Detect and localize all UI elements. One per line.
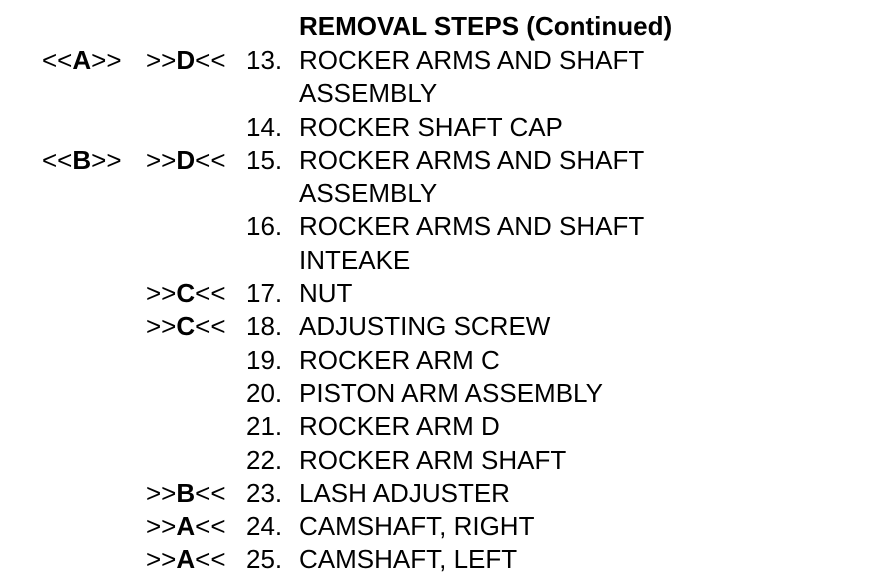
step-text: ROCKER SHAFT CAP [299, 111, 563, 142]
step-text: ROCKER ARMS AND SHAFT [299, 45, 645, 75]
step-number: 25. [246, 544, 283, 575]
step-number: 23. [246, 477, 283, 508]
step-number: 22. [246, 444, 283, 475]
removal-reference-marker: >>D<< [146, 45, 226, 75]
step-row-continued: ASSEMBLY [0, 177, 896, 210]
removal-reference-marker: >>A<< [146, 511, 226, 542]
step-row: <<A>> >>D<< 13. ROCKER ARMS AND SHAFT [0, 44, 896, 77]
step-row: 14. ROCKER SHAFT CAP [0, 111, 896, 144]
step-number: 13. [246, 45, 283, 75]
step-row: >>C<< 17. NUT [0, 277, 896, 310]
step-number: 15. [246, 144, 283, 175]
step-text: PISTON ARM ASSEMBLY [299, 377, 603, 408]
step-text: ADJUSTING SCREW [299, 311, 551, 342]
installation-reference-marker: <<A>> [42, 45, 122, 75]
step-row: >>B<< 23. LASH ADJUSTER [0, 477, 896, 510]
step-number: 20. [246, 377, 283, 408]
step-text: ROCKER ARM D [299, 411, 500, 442]
step-text: ROCKER ARM SHAFT [299, 444, 567, 475]
removal-steps-list: <<A>> >>D<< 13. ROCKER ARMS AND SHAFT AS… [0, 44, 896, 577]
step-number: 16. [246, 211, 283, 242]
step-row: 20. PISTON ARM ASSEMBLY [0, 377, 896, 410]
step-row: >>A<< 24. CAMSHAFT, RIGHT [0, 510, 896, 543]
step-text: ROCKER ARMS AND SHAFT [299, 211, 645, 242]
removal-reference-marker: >>C<< [146, 311, 226, 342]
removal-reference-marker: >>C<< [146, 278, 226, 309]
step-row: 19. ROCKER ARM C [0, 344, 896, 377]
step-row: 21. ROCKER ARM D [0, 410, 896, 443]
step-text: ROCKER ARMS AND SHAFT [299, 144, 645, 175]
step-number: 18. [246, 311, 283, 342]
step-number: 14. [246, 111, 283, 142]
removal-reference-marker: >>B<< [146, 477, 226, 508]
removal-reference-marker: >>D<< [146, 144, 226, 175]
step-text: CAMSHAFT, RIGHT [299, 511, 535, 542]
step-text: NUT [299, 278, 353, 309]
step-row-continued: ASSEMBLY [0, 77, 896, 110]
step-row: <<B>> >>D<< 15. ROCKER ARMS AND SHAFT [0, 144, 896, 177]
step-row: 16. ROCKER ARMS AND SHAFT [0, 210, 896, 243]
step-row: >>A<< 25. CAMSHAFT, LEFT [0, 543, 896, 576]
step-number: 17. [246, 278, 283, 309]
step-number: 21. [246, 411, 283, 442]
step-text: LASH ADJUSTER [299, 477, 510, 508]
step-row: >>C<< 18. ADJUSTING SCREW [0, 310, 896, 343]
section-title: REMOVAL STEPS (Continued) [299, 11, 673, 41]
step-row: 22. ROCKER ARM SHAFT [0, 444, 896, 477]
step-row-continued: INTEAKE [0, 244, 896, 277]
step-number: 19. [246, 344, 283, 375]
removal-reference-marker: >>A<< [146, 544, 226, 575]
step-text: ASSEMBLY [299, 78, 438, 109]
step-number: 24. [246, 511, 283, 542]
step-text: ROCKER ARM C [299, 344, 500, 375]
installation-reference-marker: <<B>> [42, 144, 122, 175]
step-text: CAMSHAFT, LEFT [299, 544, 518, 575]
step-text: ASSEMBLY [299, 178, 438, 209]
step-text: INTEAKE [299, 244, 411, 275]
